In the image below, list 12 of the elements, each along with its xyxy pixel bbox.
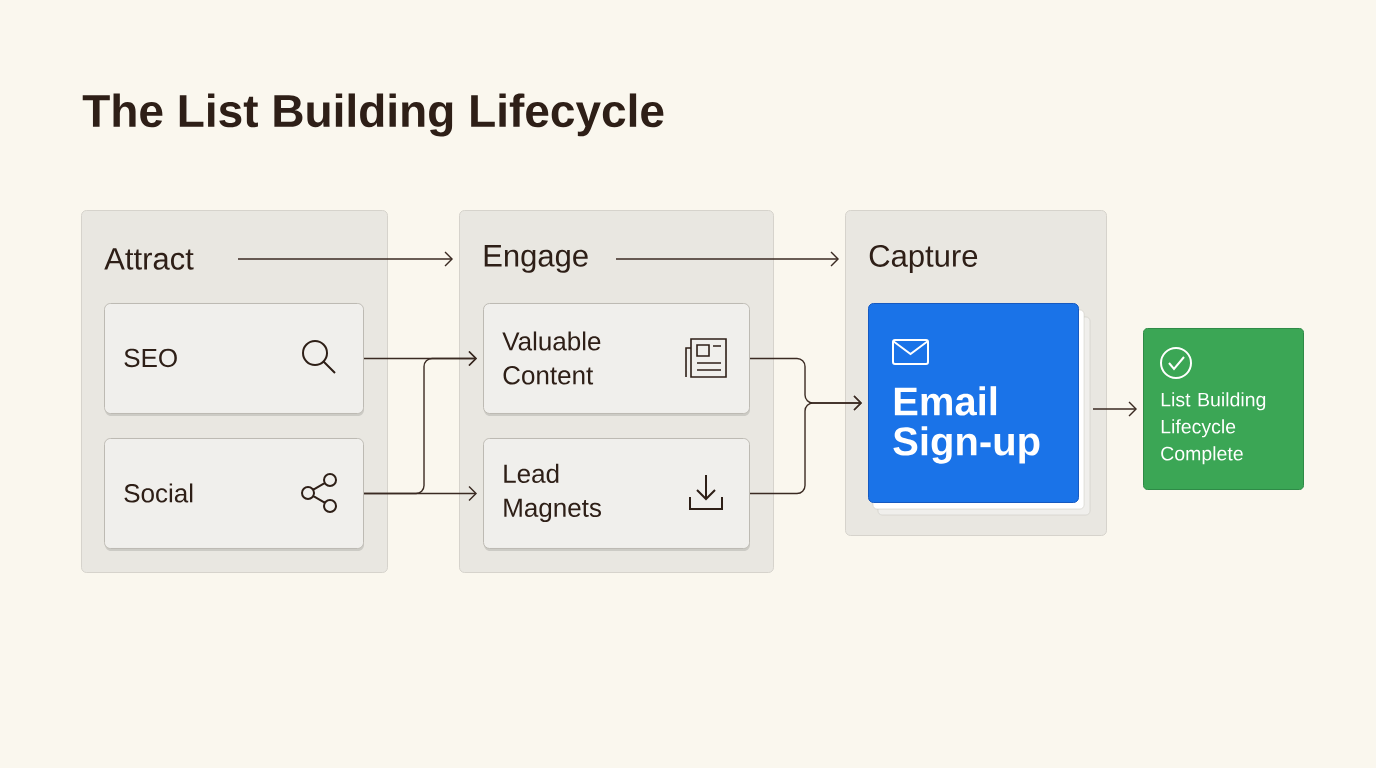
- arrow: [237, 251, 453, 267]
- arrow: [749, 395, 862, 495]
- channel-box: Social: [104, 438, 364, 551]
- channel-box: Lead Magnets: [483, 438, 750, 551]
- arrow: [363, 350, 477, 495]
- result-box: List Building Lifecycle Complete: [1143, 328, 1304, 490]
- arrow: [615, 251, 839, 267]
- email-card: Email Sign-up: [868, 303, 1091, 516]
- channel-box: Valuable Content: [483, 303, 750, 416]
- title: The List Building Lifecycle: [82, 93, 664, 137]
- channel-box: SEO: [104, 303, 364, 416]
- arrow: [1092, 401, 1137, 417]
